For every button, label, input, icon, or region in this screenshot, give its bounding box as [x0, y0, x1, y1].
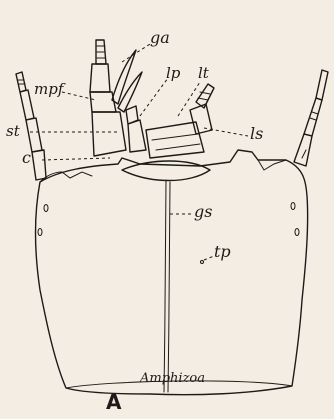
pore-left-1	[44, 205, 48, 212]
pore-right-2	[295, 229, 299, 236]
right-notch	[258, 160, 286, 170]
figure-caption: Amphizoa	[140, 372, 205, 385]
mentum	[122, 161, 210, 181]
leader-c	[42, 158, 110, 160]
label-c: c	[22, 150, 31, 166]
label-gs: gs	[194, 204, 212, 220]
head-capsule-outline	[36, 150, 308, 395]
tentorial-pit	[201, 261, 204, 264]
left-notch	[40, 172, 92, 182]
labium	[126, 84, 214, 158]
right-antenna	[294, 70, 328, 166]
leader-ga	[122, 44, 150, 62]
label-tp: tp	[214, 244, 231, 260]
gular-suture	[164, 180, 166, 392]
leader-tp	[204, 256, 214, 260]
leader-lt	[178, 82, 200, 116]
maxilla	[90, 40, 142, 156]
pore-right-1	[291, 203, 295, 210]
label-mpf: mpf	[34, 82, 63, 97]
leader-lp	[140, 78, 168, 116]
label-lt: lt	[198, 66, 209, 81]
label-st: st	[6, 124, 20, 139]
gular-suture-2	[168, 182, 170, 392]
pore-left-2	[38, 229, 42, 236]
leader-ls	[204, 128, 248, 136]
label-ls: ls	[250, 126, 263, 142]
label-ga: ga	[150, 30, 170, 46]
label-lp: lp	[166, 66, 180, 81]
panel-letter: A	[106, 392, 121, 412]
